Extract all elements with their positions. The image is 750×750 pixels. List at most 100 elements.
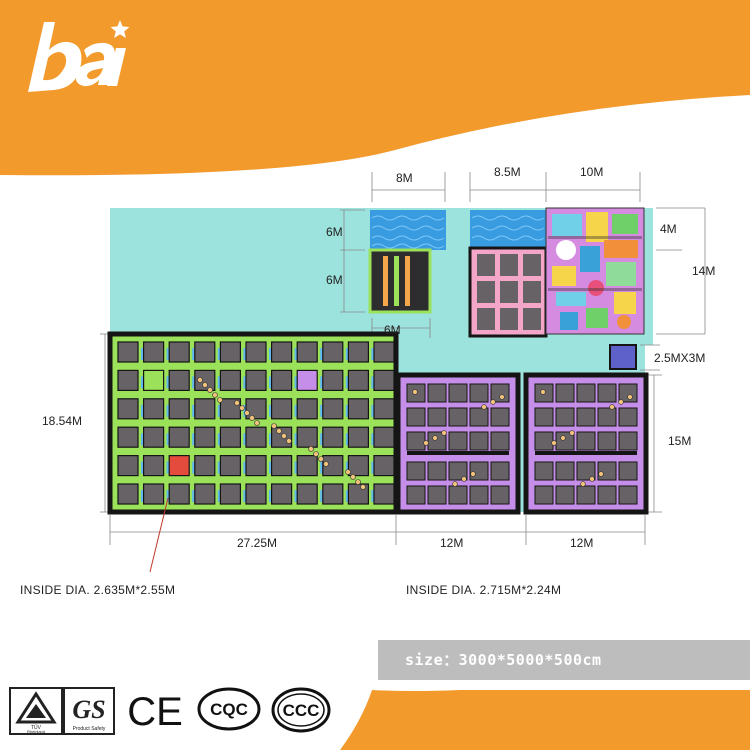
trampoline-pit [117,455,139,477]
pointer-line [149,497,169,573]
trampoline-pit [194,341,216,363]
trampoline-pit [219,455,241,477]
trampoline-pit [555,383,575,403]
dim-left-18-54m: 18.54M [42,414,82,428]
trampoline-pit [427,485,447,505]
trampoline-pit [555,431,575,451]
dim-right-4m: 4M [660,222,677,236]
size-banner [378,640,750,680]
trampoline-pit [296,426,318,448]
trampoline-pit [271,483,293,505]
trampoline-pit [490,461,510,481]
gs-mark: GS Product Safety [63,687,115,735]
ce-text: CE [127,690,183,732]
dim-right-2-5x3m: 2.5MX3M [654,351,705,365]
trampoline-pit [219,426,241,448]
trampoline-pit [143,341,165,363]
trampoline-pit [406,485,426,505]
trampoline-pit [347,426,369,448]
dim-top-8m: 8M [396,171,413,185]
trampoline-pit [373,398,395,420]
trampoline-big-grid [107,331,399,515]
trampoline-pit [555,485,575,505]
trampoline-small-grid [468,246,548,338]
trampoline-pit [245,369,267,391]
trampoline-pit [117,398,139,420]
trampoline-pit [322,483,344,505]
inside-dia-left-note: INSIDE DIA. 2.635M*2.55M [20,583,175,597]
trampoline-pit [194,455,216,477]
ball-pool-left [370,210,446,250]
trampoline-pit [597,461,617,481]
trampoline-pit [296,341,318,363]
trampoline-pit [347,398,369,420]
trampoline-pit [322,398,344,420]
trampoline-pit [490,407,510,427]
trampoline-pit [618,461,638,481]
dim-right-15m: 15M [668,434,691,448]
trampoline-pit [406,431,426,451]
trampoline-pit [469,383,489,403]
small-booth [609,344,637,370]
cqc-text: CQC [210,700,248,719]
trampoline-pit [555,407,575,427]
trampoline-pit [143,483,165,505]
trampoline-pit [448,383,468,403]
trampoline-pit [490,431,510,451]
trampoline-pit [117,483,139,505]
trampoline-pit [427,407,447,427]
trampoline-pit [597,485,617,505]
trampoline-pit [427,383,447,403]
dim-top-10m: 10M [580,165,603,179]
trampoline-pit [271,341,293,363]
trampoline-pit [245,398,267,420]
trampoline-pit [245,483,267,505]
trampoline-pit [194,369,216,391]
trampoline-pit [117,369,139,391]
dim-bottom-27-25m: 27.25M [237,536,277,550]
trampoline-pit [168,369,190,391]
trampoline-pit [373,455,395,477]
trampoline-pit [143,455,165,477]
trampoline-pit [427,461,447,481]
trampoline-pit [168,341,190,363]
trampoline-pit [469,461,489,481]
trampoline-pit [296,455,318,477]
trampoline-pit [373,341,395,363]
trampoline-pit [219,483,241,505]
trampoline-pit [534,407,554,427]
website-url[interactable]: www.baiqitoy.com [404,699,673,730]
trampoline-pit [322,426,344,448]
trampoline-right-grid-1 [395,372,521,515]
ce-mark: CE [127,690,183,732]
trampoline-pit [322,369,344,391]
trampoline-pit [618,407,638,427]
bottom-orange-band [340,690,750,750]
trampoline-pit [576,383,596,403]
trampoline-pit [448,485,468,505]
size-label: size：3000*5000*500cm [405,651,602,669]
trampoline-pit [271,398,293,420]
trampoline-pit [271,369,293,391]
trampoline-pit [168,483,190,505]
tuv-caption-2: Rheinland [27,729,45,734]
trampoline-pit [373,369,395,391]
trampoline-pit [490,485,510,505]
trampoline-pit [296,369,318,391]
trampoline-pit [534,431,554,451]
trampoline-pit [597,383,617,403]
gs-caption-3: Product Safety [73,726,106,732]
trampoline-pit [469,485,489,505]
trampoline-pit [618,431,638,451]
trampoline-pit [245,426,267,448]
bai-logo [28,20,130,92]
trampoline-pit [245,341,267,363]
trampoline-pit [296,483,318,505]
trampoline-pit [219,341,241,363]
trampoline-pit [194,398,216,420]
trampoline-pit [117,341,139,363]
trampoline-pit [117,426,139,448]
trampoline-pit [322,455,344,477]
trampoline-pit [373,426,395,448]
